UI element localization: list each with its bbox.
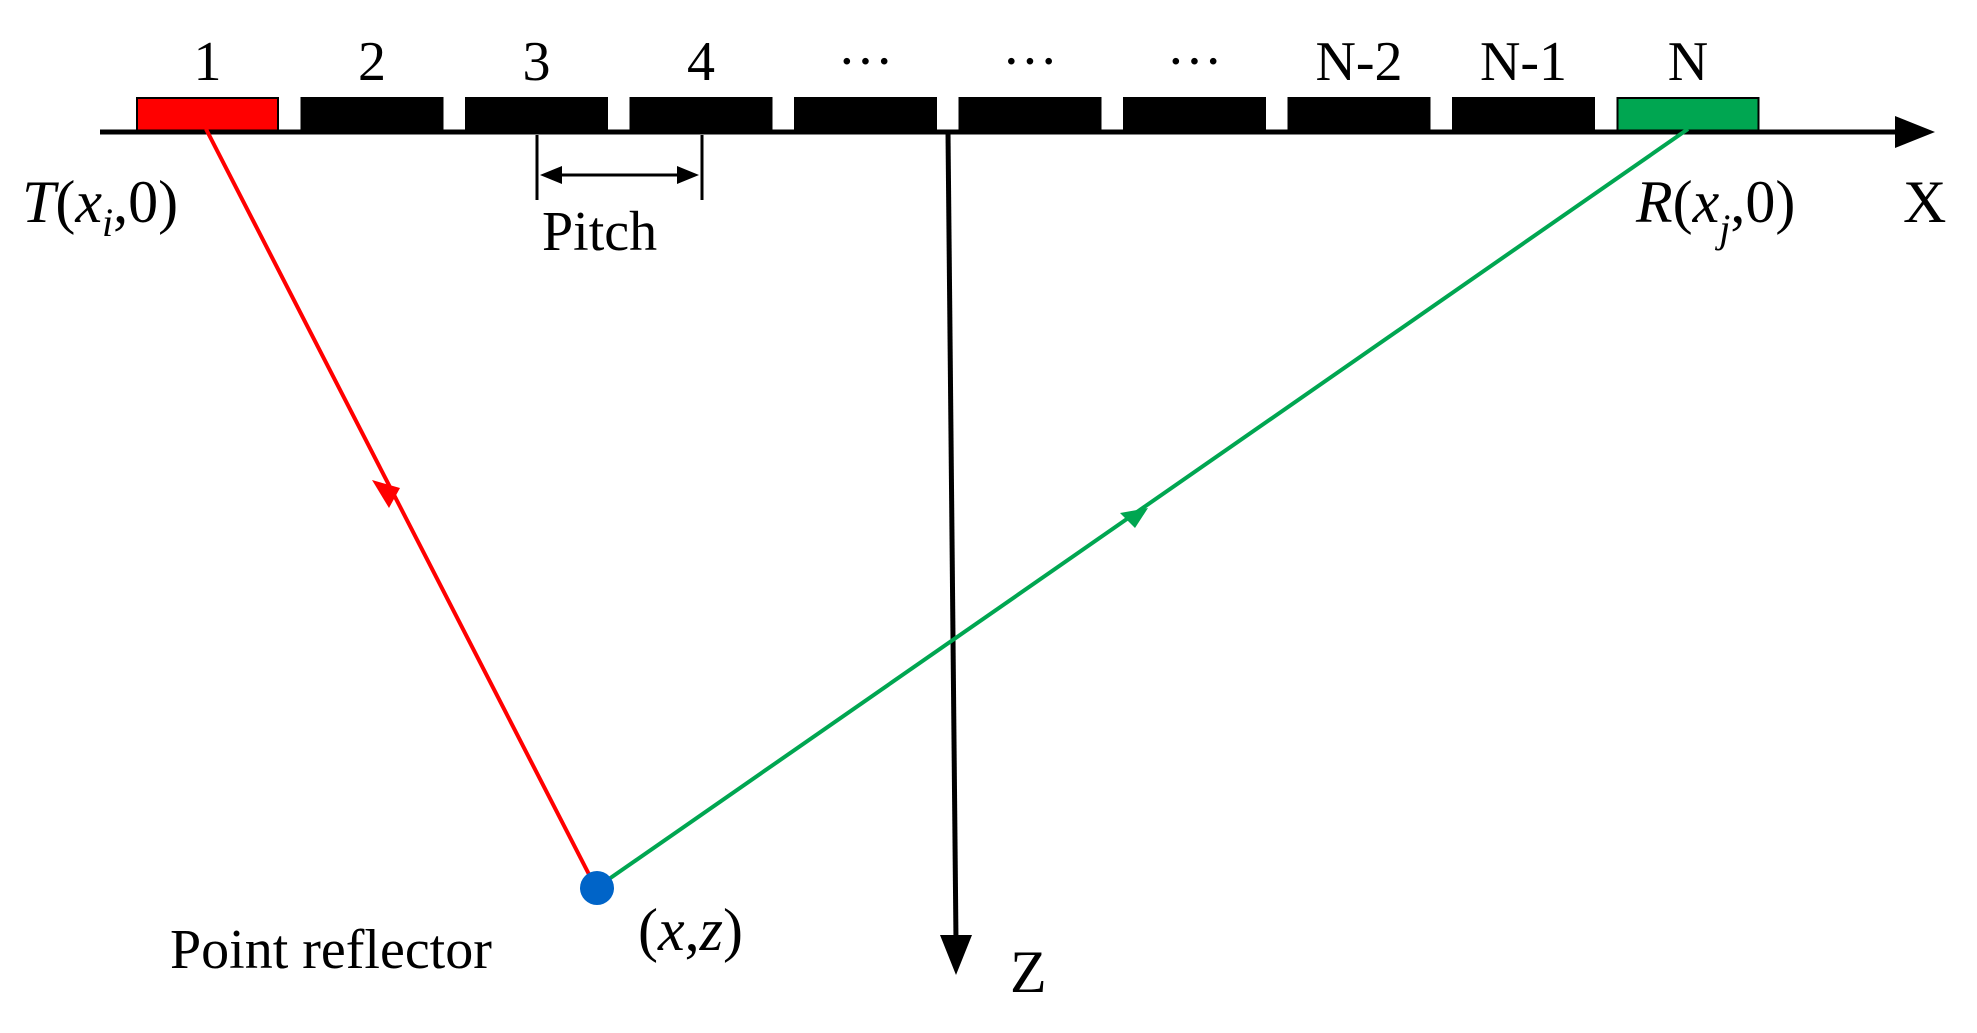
- point-reflector-dot: [580, 871, 614, 905]
- array-element-10: [1616, 97, 1760, 132]
- transmit-ray: [204, 128, 598, 889]
- array-element-6: [958, 97, 1102, 132]
- array-element-9: [1452, 97, 1595, 132]
- z-axis-line: [945, 131, 959, 943]
- transmitter-label: T(xi,0): [22, 169, 178, 245]
- array-element-label: 1: [194, 31, 222, 93]
- array-element-label: 2: [358, 31, 386, 93]
- array-element-7: [1123, 97, 1266, 132]
- receiver-label: R(xj,0): [1635, 169, 1795, 251]
- pitch-dimension: [535, 135, 704, 200]
- array-element-label: N-2: [1315, 31, 1402, 93]
- array-element-3: [465, 97, 608, 132]
- array-element-label: ···: [1002, 31, 1058, 93]
- point-reflector-coordinates: (x,z): [638, 897, 743, 963]
- array-element-4: [629, 97, 773, 132]
- array-element-label: 3: [523, 31, 551, 93]
- z-axis-label: Z: [1010, 939, 1047, 1005]
- array-element-2: [300, 97, 444, 132]
- array-element-label: 4: [687, 31, 715, 93]
- transmit-ray-arrowhead: [372, 480, 400, 508]
- array-element-label: N-1: [1480, 31, 1567, 93]
- array-element-label: ···: [838, 31, 894, 93]
- array-element-label: ···: [1167, 31, 1223, 93]
- z-axis-arrowhead: [940, 935, 972, 975]
- receive-ray: [594, 127, 1690, 890]
- point-reflector-caption: Point reflector: [170, 919, 492, 981]
- array-element-label: N: [1668, 31, 1708, 93]
- array-element-1: [136, 97, 279, 132]
- x-axis-arrowhead: [1895, 116, 1935, 148]
- receive-ray-arrowhead: [1120, 508, 1148, 528]
- x-axis-label: X: [1903, 169, 1946, 235]
- array-element-5: [794, 97, 937, 132]
- array-element-8: [1287, 97, 1431, 132]
- element-labels: 1 2 3 4 ··· ··· ··· N-2 N-1 N: [194, 31, 1709, 93]
- pitch-label: Pitch: [542, 201, 657, 263]
- transducer-array: [136, 97, 1760, 132]
